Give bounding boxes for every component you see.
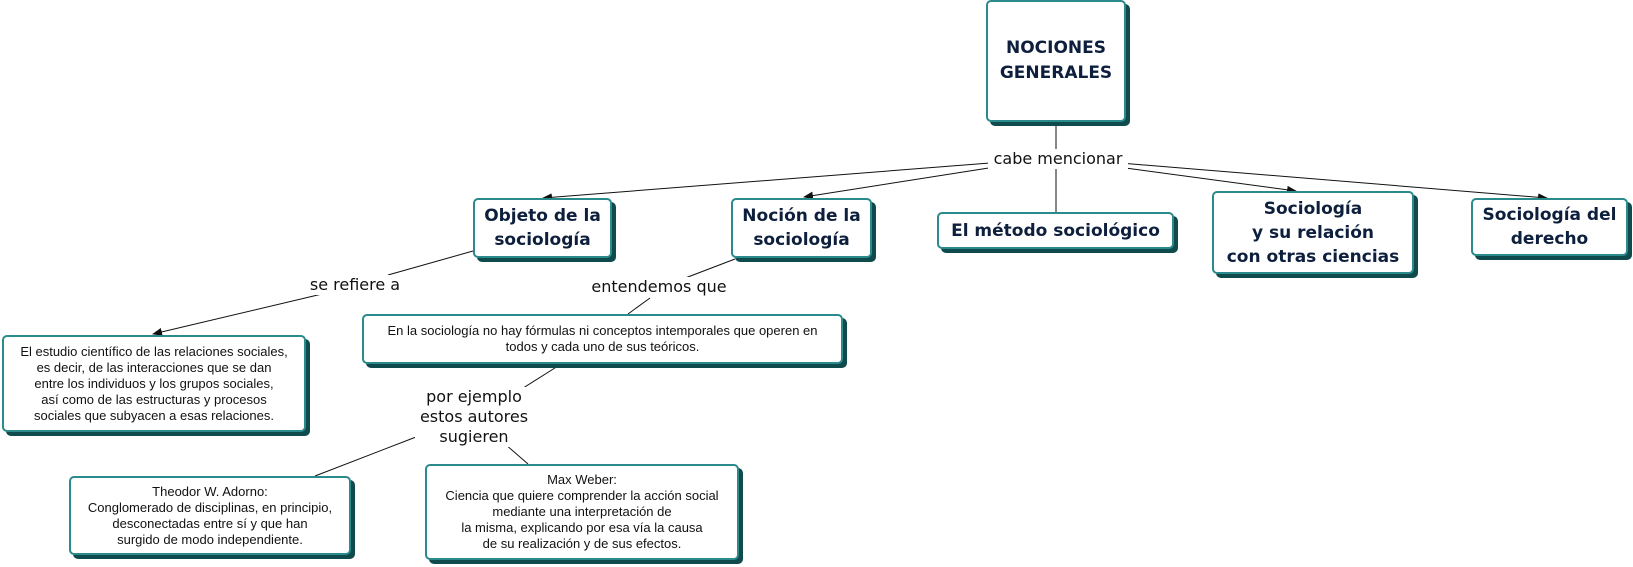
- linking-phrase-entendemos-que[interactable]: entendemos que: [586, 277, 732, 297]
- linking-phrase-se-refiere-a[interactable]: se refiere a: [300, 275, 410, 295]
- node-estudio-cientifico[interactable]: El estudio científico de las relaciones …: [2, 335, 306, 432]
- link-to-relacion: [1117, 166, 1297, 194]
- link-nocion-to-entendemos: [679, 258, 736, 281]
- link-to-objeto: [542, 162, 991, 202]
- link-refiere-to-estudio: [152, 293, 323, 336]
- node-metodo[interactable]: El método sociológico: [937, 212, 1174, 249]
- link-ejemplo-to-adorno: [314, 436, 417, 477]
- node-adorno[interactable]: Theodor W. Adorno: Conglomerado de disci…: [69, 476, 351, 555]
- link-formulas-to-ejemplo: [519, 365, 559, 391]
- linking-phrase-por-ejemplo[interactable]: por ejemplo estos autores sugieren: [415, 387, 533, 447]
- node-nocion[interactable]: Noción de la sociología: [731, 198, 872, 258]
- node-derecho[interactable]: Sociología del derecho: [1471, 198, 1628, 256]
- linking-phrase-cabe-mencionar[interactable]: cabe mencionar: [988, 149, 1128, 169]
- node-formulas[interactable]: En la sociología no hay fórmulas ni conc…: [362, 314, 843, 364]
- link-to-derecho: [1119, 162, 1548, 202]
- link-entendemos-to-formulas: [627, 297, 651, 315]
- link-objeto-to-refiere: [387, 250, 474, 276]
- node-objeto[interactable]: Objeto de la sociología: [473, 198, 612, 258]
- root-node[interactable]: NOCIONES GENERALES: [986, 0, 1126, 122]
- node-weber[interactable]: Max Weber: Ciencia que quiere comprender…: [425, 464, 739, 560]
- node-relacion[interactable]: Sociología y su relación con otras cienc…: [1212, 191, 1414, 274]
- link-ejemplo-to-weber: [504, 443, 529, 465]
- link-to-nocion: [803, 166, 996, 200]
